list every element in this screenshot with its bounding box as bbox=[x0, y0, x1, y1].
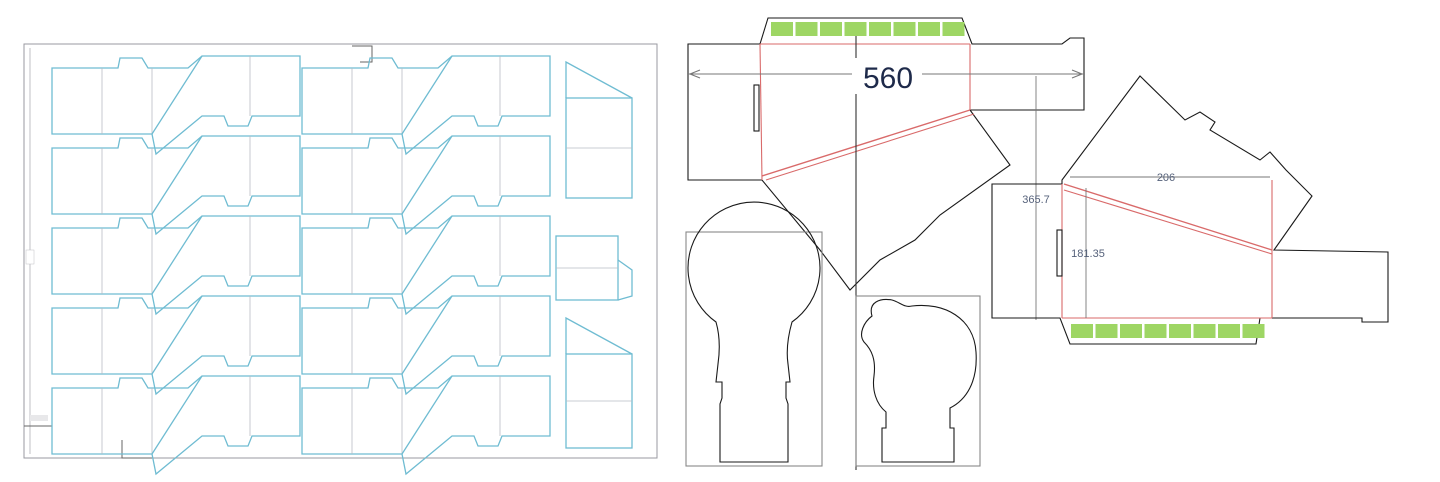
glue-tab bbox=[893, 22, 916, 36]
dimension-label-560: 560 bbox=[863, 62, 913, 95]
sheet-height-dimension-mark bbox=[25, 249, 35, 265]
glue-tab bbox=[820, 22, 842, 36]
glue-tab bbox=[1169, 324, 1191, 338]
blank-outline bbox=[301, 215, 551, 316]
glue-tab bbox=[942, 22, 965, 36]
nested-blank bbox=[301, 375, 551, 476]
dimension-label-206: 206 bbox=[1157, 172, 1175, 184]
nested-blank bbox=[301, 135, 551, 236]
blank-outline bbox=[51, 55, 301, 156]
top-glue-flap bbox=[771, 22, 965, 36]
dimension-label-bg-560 bbox=[852, 58, 922, 94]
glue-tab bbox=[918, 22, 940, 36]
blank-outline bbox=[301, 55, 551, 156]
nested-blank-tall bbox=[565, 60, 633, 199]
dimension-label-365-7: 365.7 bbox=[1022, 194, 1050, 206]
corner-marker-bottom-label bbox=[30, 415, 48, 421]
nested-blank bbox=[301, 295, 551, 396]
blank-outline bbox=[301, 295, 551, 396]
blank-diagonal-edge bbox=[151, 215, 203, 295]
blank-diagonal-edge bbox=[401, 135, 453, 215]
lollipop-piece-outline bbox=[687, 201, 821, 463]
nested-blank bbox=[301, 55, 551, 156]
glue-tab bbox=[844, 22, 867, 36]
corner-marker-top bbox=[352, 45, 373, 63]
blank-diagonal-edge bbox=[151, 55, 203, 135]
corner-marker-bottom-center bbox=[121, 440, 152, 459]
nested-blank bbox=[51, 135, 301, 236]
tall-blank-flap bbox=[617, 259, 633, 301]
dimension-arrow-left bbox=[688, 69, 701, 79]
tall-blank-flap bbox=[565, 60, 633, 99]
right-panel-outline bbox=[991, 75, 1389, 345]
dimension-arrow-right bbox=[1071, 69, 1084, 79]
nested-blank bbox=[51, 55, 301, 156]
nested-blank bbox=[51, 295, 301, 396]
blank-diagonal-edge bbox=[151, 295, 203, 375]
nested-blank bbox=[51, 215, 301, 316]
sheet-frame bbox=[23, 43, 658, 459]
blank-outline bbox=[51, 295, 301, 396]
glue-tab bbox=[1144, 324, 1167, 338]
blank-outline bbox=[51, 135, 301, 236]
head-piece-outline bbox=[861, 298, 977, 463]
glue-tab bbox=[771, 22, 793, 36]
tall-blank-flap bbox=[565, 316, 633, 355]
glue-tab bbox=[869, 22, 891, 36]
blank-diagonal-edge bbox=[401, 375, 453, 455]
die-layout-sheet bbox=[23, 43, 658, 476]
top-panel-diagonal-crease-a bbox=[761, 109, 971, 177]
nested-blank-tall bbox=[555, 235, 633, 301]
corner-marker-bottom-left bbox=[24, 425, 53, 450]
glue-tab bbox=[1193, 324, 1216, 338]
nested-blank bbox=[301, 215, 551, 316]
head-piece-frame bbox=[855, 295, 981, 467]
blank-diagonal-edge bbox=[401, 55, 453, 135]
glue-tab bbox=[1071, 324, 1093, 338]
glue-tab bbox=[1218, 324, 1240, 338]
bottom-glue-flap bbox=[1071, 324, 1265, 338]
nested-blank bbox=[51, 375, 301, 476]
top-panel-diagonal-crease-b bbox=[765, 113, 975, 181]
blank-outline bbox=[51, 215, 301, 316]
glue-tab bbox=[795, 22, 818, 36]
glue-tab bbox=[1095, 324, 1118, 338]
top-panel-left-crease bbox=[759, 43, 763, 181]
glue-tab bbox=[1242, 324, 1265, 338]
blank-diagonal-edge bbox=[401, 215, 453, 295]
lollipop-piece-frame bbox=[685, 231, 823, 467]
top-panel-slot bbox=[753, 84, 760, 132]
blank-diagonal-edge bbox=[151, 375, 203, 455]
box-dieline: 560 206 365.7 181.35 bbox=[685, 17, 1389, 470]
right-panel-diagonal-crease-a bbox=[1063, 183, 1273, 251]
right-panel-diagonal-crease-b bbox=[1063, 189, 1273, 255]
blank-outline bbox=[301, 135, 551, 236]
nested-blank-tall bbox=[565, 316, 633, 449]
blank-outline bbox=[301, 375, 551, 476]
blank-diagonal-edge bbox=[401, 295, 453, 375]
glue-tab bbox=[1120, 324, 1142, 338]
dimension-label-181-35: 181.35 bbox=[1071, 248, 1105, 260]
right-panel-slot bbox=[1056, 229, 1063, 277]
blank-outline bbox=[51, 375, 301, 476]
blank-diagonal-edge bbox=[151, 135, 203, 215]
